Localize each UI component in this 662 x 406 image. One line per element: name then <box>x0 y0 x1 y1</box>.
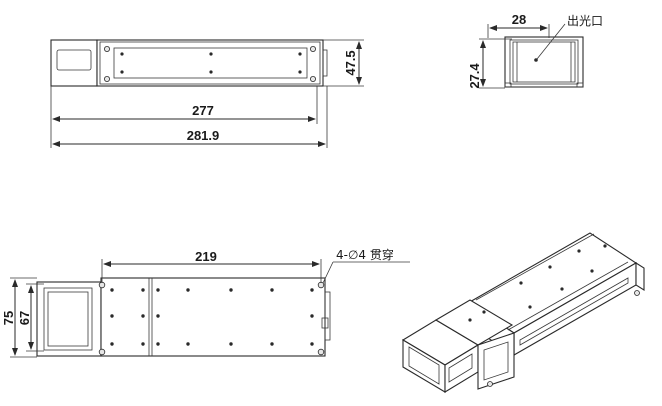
dim-label-47-5: 47.5 <box>343 50 358 75</box>
aperture-label: 出光口 <box>567 14 603 28</box>
top-view: 219 75 67 4-∅4 贯穿 <box>1 247 410 358</box>
dim-label-28: 28 <box>512 12 526 27</box>
dimension-75: 75 <box>1 277 37 358</box>
dim-label-219: 219 <box>195 249 217 264</box>
dim-label-277: 277 <box>192 103 214 118</box>
dim-label-67: 67 <box>17 311 32 325</box>
isometric-view <box>401 232 645 393</box>
side-view-body <box>504 36 584 88</box>
holes-callout: 4-∅4 贯穿 <box>322 247 410 284</box>
aperture-callout: 出光口 <box>536 14 603 60</box>
holes-label: 4-∅4 贯穿 <box>336 247 394 262</box>
dim-label-75: 75 <box>1 311 16 325</box>
dimension-28: 28 <box>487 12 550 38</box>
dim-label-281-9: 281.9 <box>187 128 220 143</box>
dimension-47-5: 47.5 <box>323 39 364 87</box>
dimension-67: 67 <box>17 283 44 352</box>
dimension-281-9: 281.9 <box>52 86 328 148</box>
front-view-body <box>50 39 328 87</box>
front-view: 277 281.9 47.5 <box>50 39 364 148</box>
top-view-body <box>36 277 331 357</box>
side-view: 28 27.4 出光口 <box>467 12 603 89</box>
dimension-219: 219 <box>101 249 322 283</box>
dimension-27-4: 27.4 <box>467 38 512 89</box>
dim-label-27-4: 27.4 <box>467 63 482 89</box>
dimension-277: 277 <box>50 86 318 148</box>
